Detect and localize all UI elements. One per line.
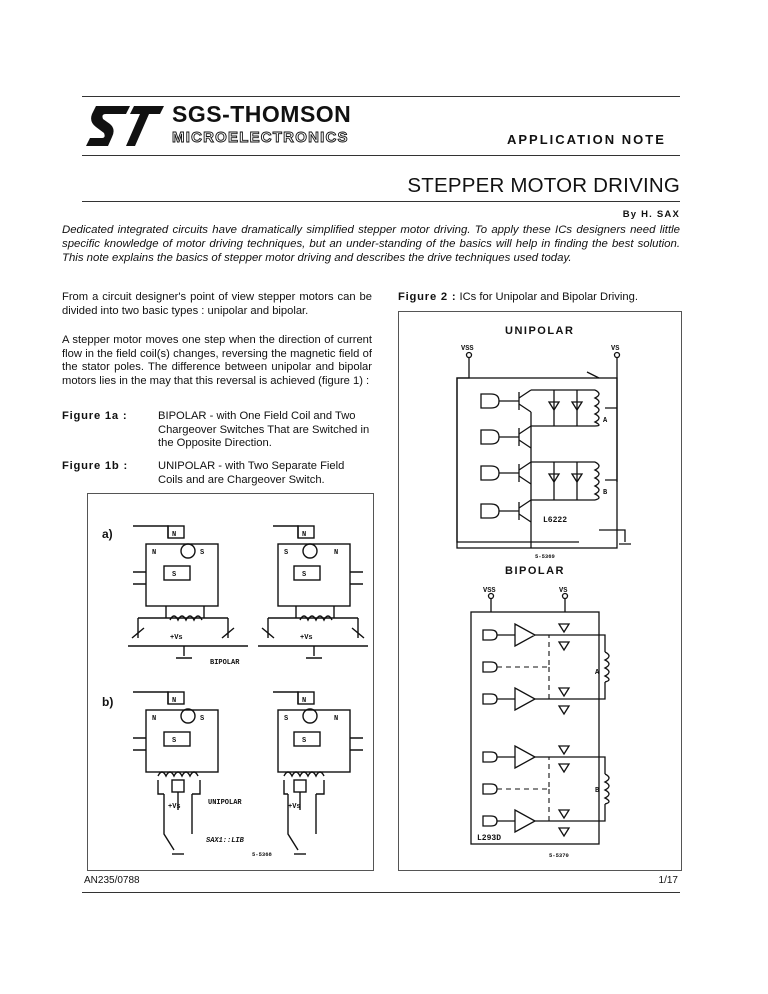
coil-a-label: A: [603, 417, 608, 425]
figure-1a-label: Figure 1a :: [62, 410, 128, 422]
ic-l6222-label: L6222: [543, 516, 567, 525]
figure-2-text: ICs for Unipolar and Bipolar Driving.: [459, 291, 638, 303]
figure-1b-label: Figure 1b :: [62, 460, 128, 472]
pole-s-label: S: [284, 715, 288, 723]
vs-label: +Vs: [170, 634, 183, 642]
pole-s-label: S: [302, 571, 306, 579]
pole-n-label: N: [172, 697, 176, 705]
figure-1a-text: BIPOLAR - with One Field Coil and Two Ch…: [158, 410, 370, 449]
abstract: Dedicated integrated circuits have drama…: [62, 224, 680, 264]
brand-name: SGS-THOMSON: [172, 101, 352, 127]
figure-2-code-2: 5-5370: [549, 852, 569, 859]
figure-1b-marker: b): [102, 695, 113, 709]
figure-2-label: Figure 2 :: [398, 291, 457, 303]
brand-subtitle: MICROELECTRONICS: [172, 129, 349, 147]
vs-label: +Vs: [168, 803, 181, 811]
doc-code: AN235/0788: [84, 875, 140, 886]
body-paragraph-1: From a circuit designer's point of view …: [62, 291, 372, 317]
credit-label: SAX1::LIB: [206, 837, 245, 845]
pole-s-label: S: [284, 549, 288, 557]
unipolar-label: UNIPOLAR: [208, 799, 242, 807]
motor-b-left: [133, 691, 219, 855]
motor-b-right: [273, 691, 363, 855]
header-bottom-rule: [82, 155, 680, 156]
figure-2-code-1: 5-5369: [535, 553, 555, 560]
author: By H. SAX: [622, 209, 680, 220]
vs-label: +Vs: [288, 803, 301, 811]
motor-a-left: [128, 525, 248, 659]
pole-n-label: N: [302, 531, 306, 539]
motor-a-right: [258, 525, 368, 659]
figure-1b-text: UNIPOLAR - with Two Separate Field Coils…: [158, 460, 345, 486]
pole-n-label: N: [334, 715, 338, 723]
vs-label: VS: [559, 587, 567, 595]
pole-s-label: S: [172, 737, 176, 745]
figure-1-box: a) b) N N S S N S N S +Vs +Vs BIPOLAR N …: [87, 493, 374, 871]
vs-label: VS: [611, 345, 619, 353]
figure-2-caption: Figure 2 : ICs for Unipolar and Bipolar …: [398, 291, 688, 305]
unipolar-title: UNIPOLAR: [505, 325, 574, 337]
pole-s-label: S: [172, 571, 176, 579]
vs-label: +Vs: [300, 634, 313, 642]
doc-type: APPLICATION NOTE: [507, 132, 666, 147]
figure-1a-marker: a): [102, 527, 113, 541]
bipolar-title: BIPOLAR: [505, 565, 565, 577]
pole-n-label: N: [334, 549, 338, 557]
figure-1-diagram: a) b) N N S S N S N S +Vs +Vs BIPOLAR N …: [102, 525, 368, 858]
pole-s-label: S: [200, 549, 204, 557]
pole-n-label: N: [152, 715, 156, 723]
coil-b-label: B: [595, 787, 600, 795]
ic-l293d-label: L293D: [477, 834, 501, 843]
st-logo-icon: [86, 104, 164, 155]
figure-1-code: 5-5368: [252, 851, 273, 858]
vss-label: VSS: [483, 587, 496, 595]
page-title: STEPPER MOTOR DRIVING: [407, 174, 680, 197]
figure-2-diagram: UNIPOLAR BIPOLAR: [456, 325, 631, 859]
pole-s-label: S: [302, 737, 306, 745]
coil-a-label: A: [595, 669, 600, 677]
body-paragraph-2: A stepper motor moves one step when the …: [62, 334, 372, 387]
page-number: 1/17: [658, 875, 678, 886]
pole-n-label: N: [172, 531, 176, 539]
figure-2-box: UNIPOLAR BIPOLAR: [398, 311, 682, 871]
bipolar-label: BIPOLAR: [210, 659, 240, 667]
vss-label: VSS: [461, 345, 474, 353]
footer-rule: [82, 892, 680, 893]
header-rule: [82, 96, 680, 97]
pole-n-label: N: [152, 549, 156, 557]
pole-n-label: N: [302, 697, 306, 705]
title-rule: [82, 201, 680, 202]
pole-s-label: S: [200, 715, 204, 723]
coil-b-label: B: [603, 489, 608, 497]
